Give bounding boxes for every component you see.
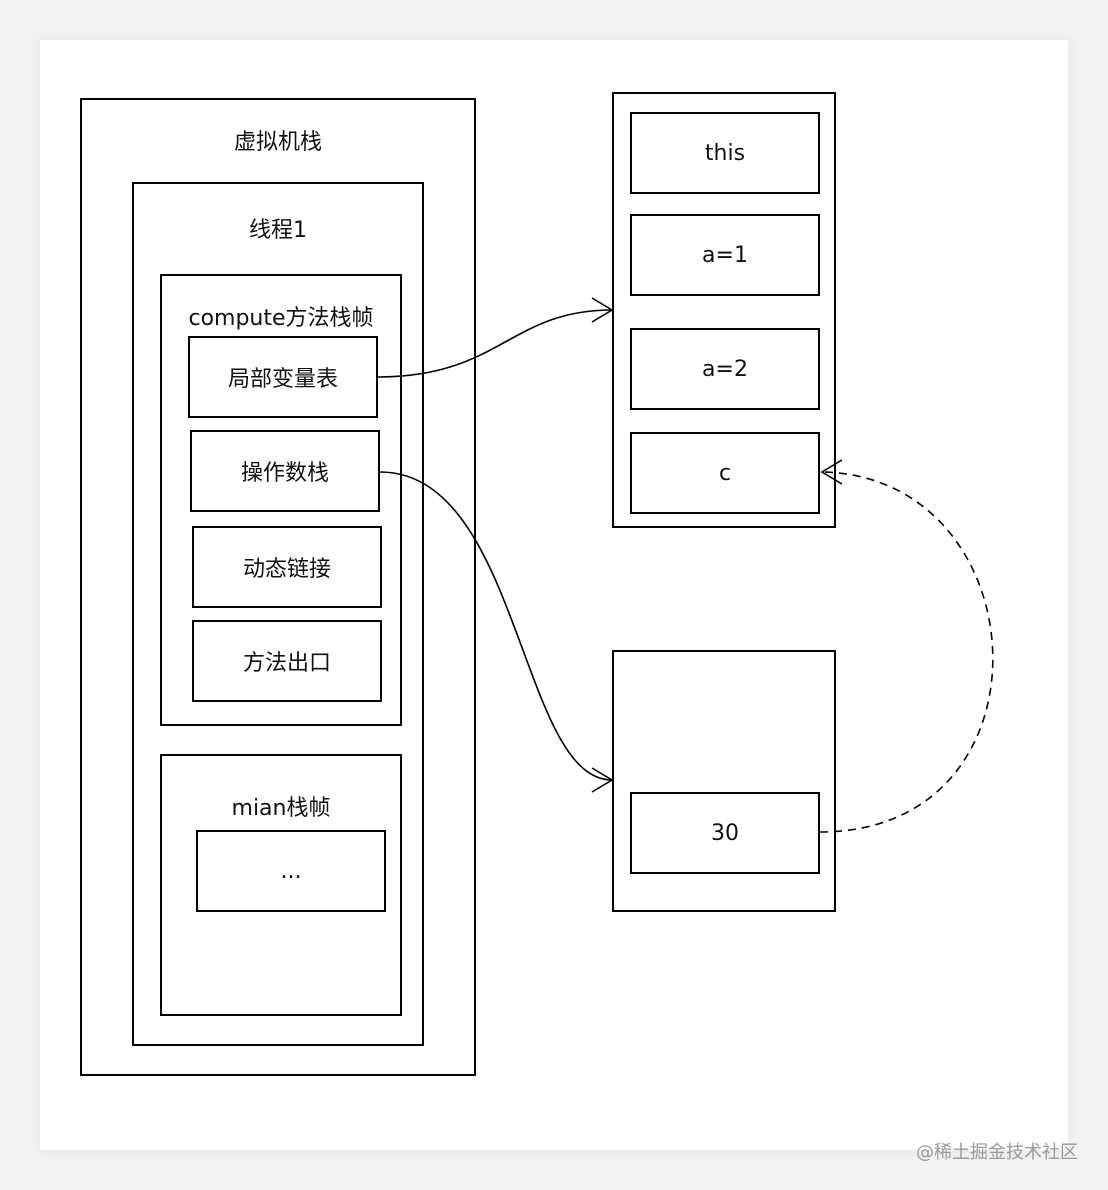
operand-value: 30 [630,792,820,874]
main-frame-ellipsis: ... [196,830,386,912]
vm-stack-title: 虚拟机栈 [233,130,322,155]
compute-frame-title: compute方法栈帧 [188,306,374,331]
local-variable-table: 局部变量表 [188,336,378,418]
main-frame-title: mian栈帧 [231,796,331,821]
thread-title: 线程1 [249,218,307,243]
local-var-this: this [630,112,820,194]
local-var-a1: a=1 [630,214,820,296]
operand-stack: 操作数栈 [190,430,380,512]
local-var-c: c [630,432,820,514]
local-var-a2: a=2 [630,328,820,410]
main-frame-box [160,754,402,1016]
method-exit: 方法出口 [192,620,382,702]
dynamic-linking: 动态链接 [192,526,382,608]
watermark: @稀土掘金技术社区 [916,1142,1078,1163]
